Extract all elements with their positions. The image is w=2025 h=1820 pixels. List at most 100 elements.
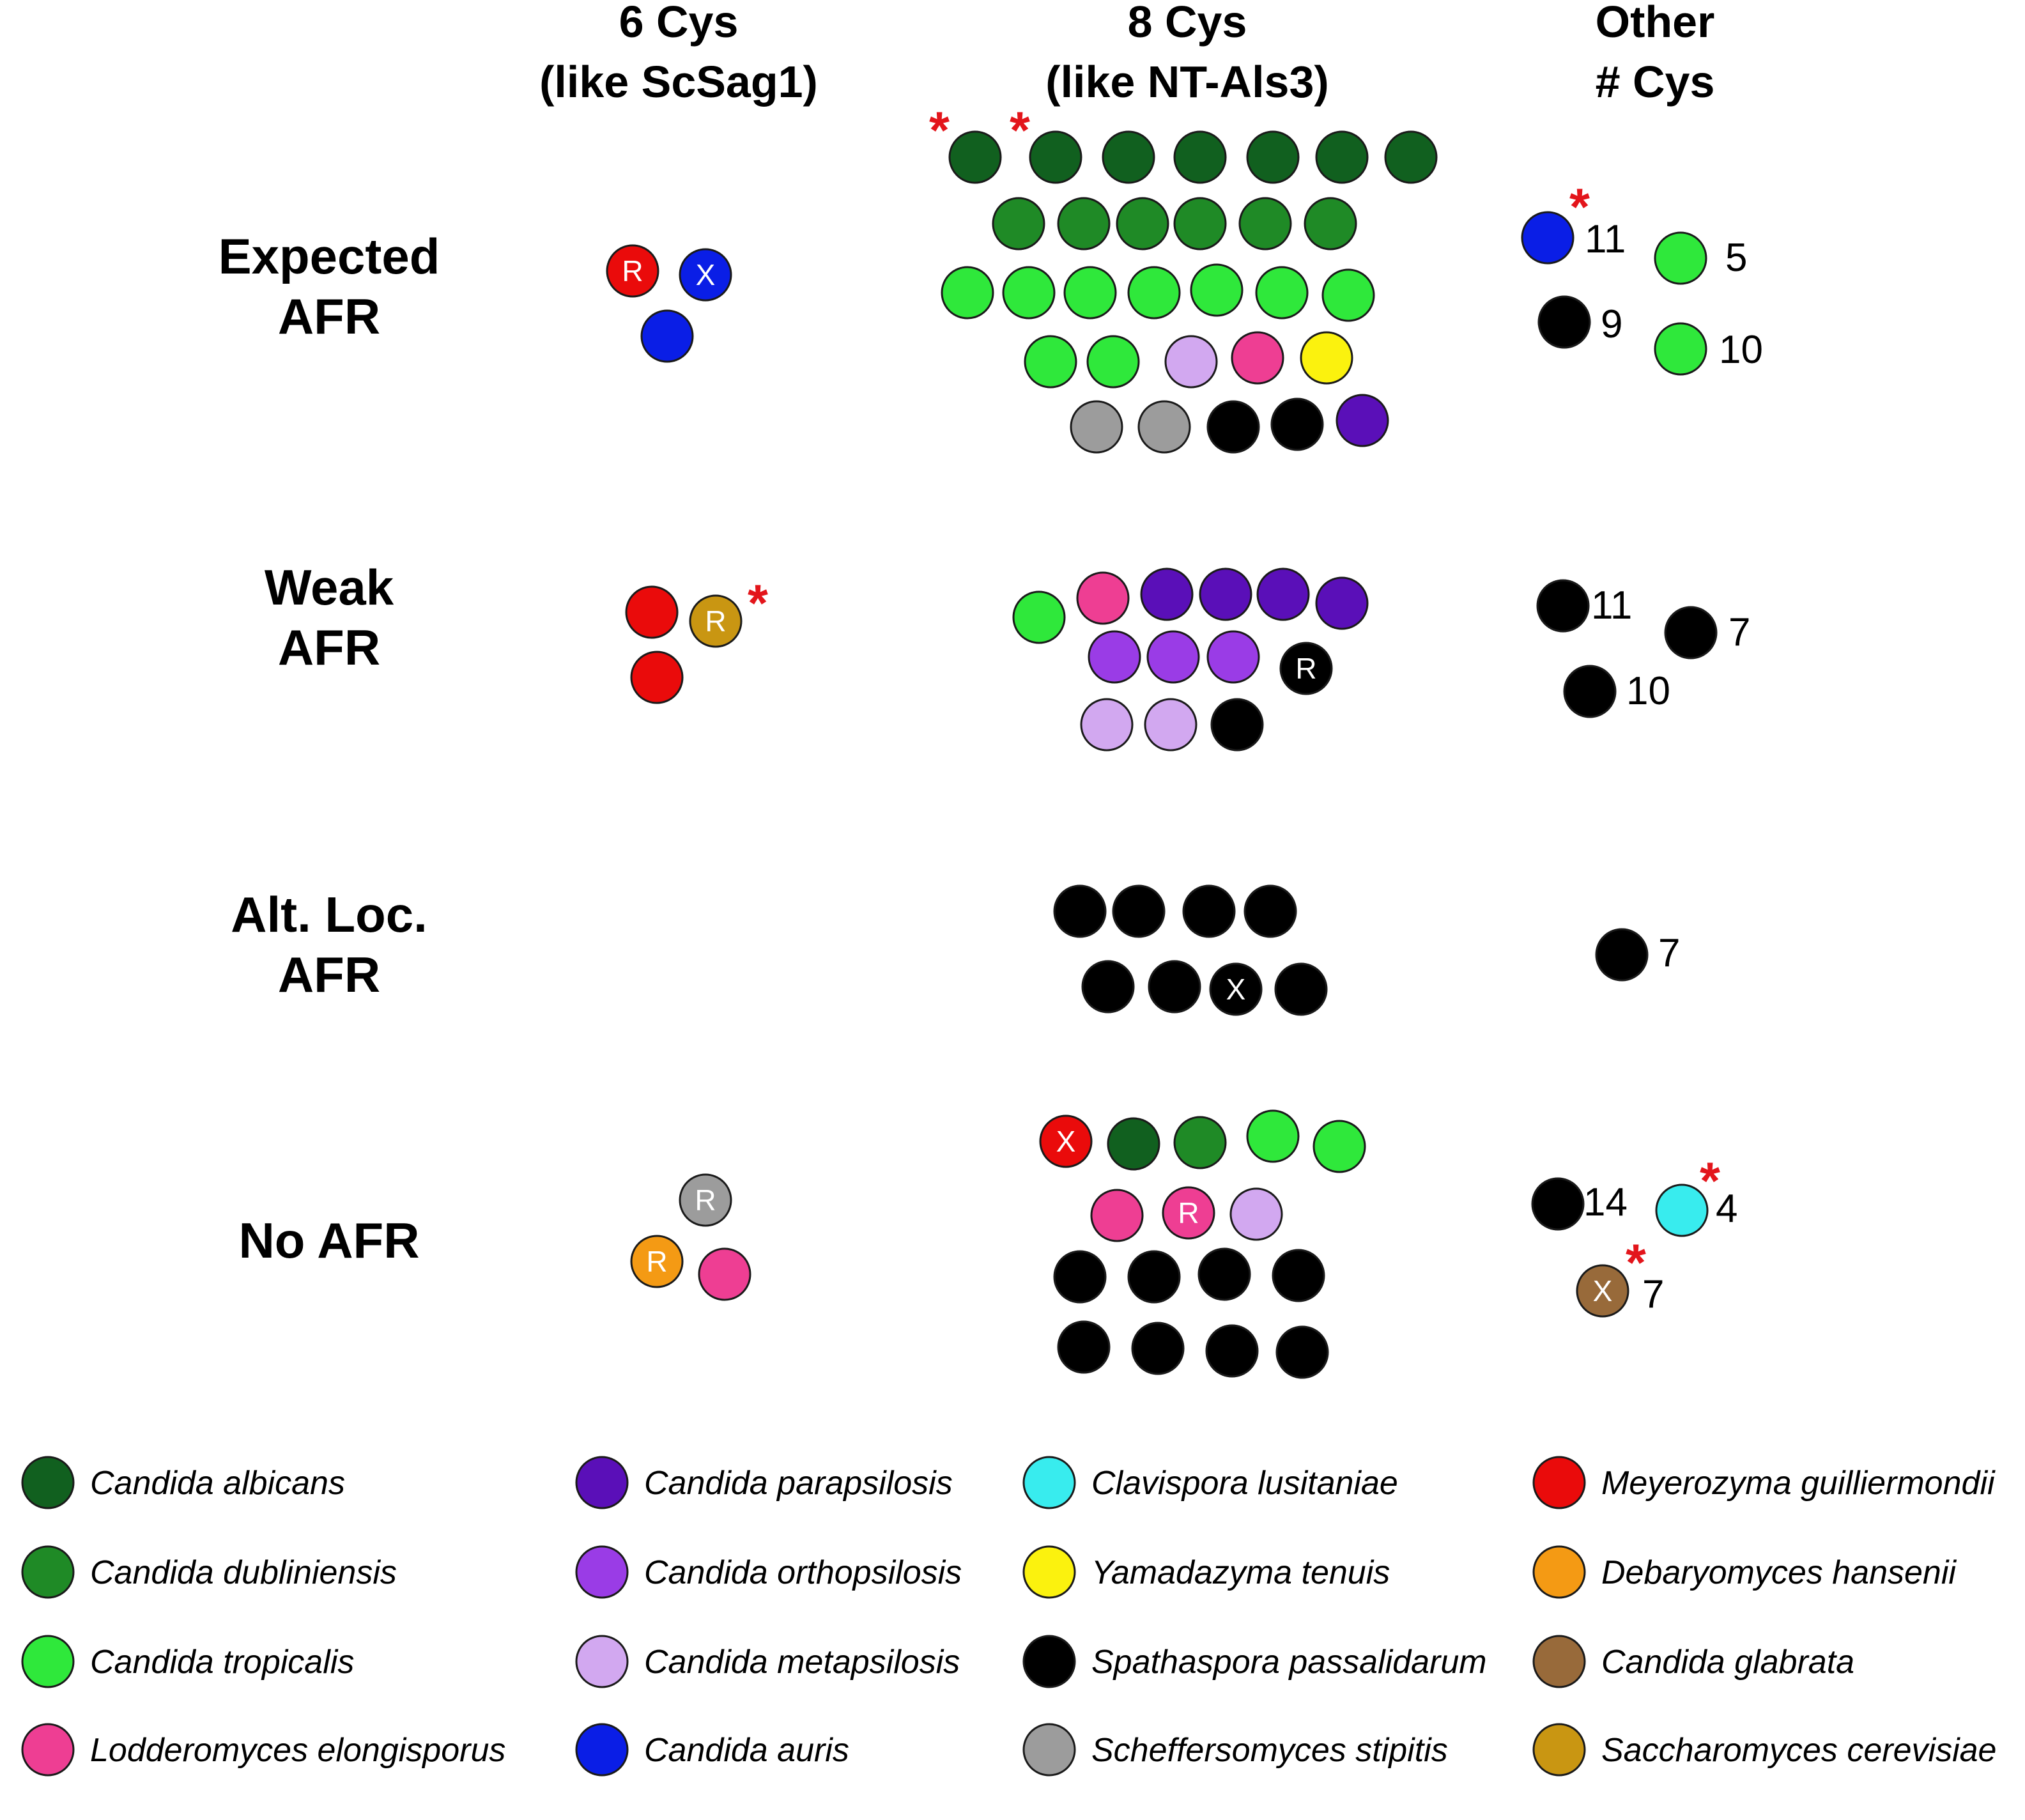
- species-dot-m-guilliermondii: [1039, 1114, 1093, 1168]
- dot-marker-x: X: [1056, 1125, 1076, 1158]
- count-expected-4: 10: [1719, 328, 1763, 372]
- species-dot-c-lusitaniae: [1655, 1184, 1709, 1237]
- legend-item: Candida orthopsilosis: [575, 1545, 962, 1599]
- species-dot-s-passalidarum: [1206, 400, 1260, 454]
- legend-swatch-c-auris: [575, 1723, 629, 1777]
- species-dot-s-passalidarum: [1275, 1325, 1329, 1379]
- species-dot-c-orthopsilosis: [1088, 630, 1141, 684]
- species-dot-s-passalidarum: [1081, 960, 1135, 1014]
- legend-swatch-c-albicans: [21, 1456, 75, 1509]
- species-dot-c-albicans: [1315, 130, 1369, 184]
- species-dot-s-passalidarum: [1197, 1247, 1251, 1301]
- star-marker: *: [748, 575, 768, 633]
- species-dot-c-tropicalis: [1002, 266, 1056, 320]
- species-dot-c-tropicalis: [941, 266, 994, 320]
- species-dot-c-albicans: [1102, 130, 1155, 184]
- legend-swatch-c-parapsilosis: [575, 1456, 629, 1509]
- legend-swatch-c-lusitaniae: [1022, 1456, 1076, 1509]
- species-dot-c-dubliniensis: [1238, 197, 1292, 251]
- species-dot-c-dubliniensis: [1304, 197, 1357, 251]
- species-dot-l-elongisporus: [1231, 331, 1284, 385]
- species-dot-c-metapsilosis: [1229, 1187, 1283, 1241]
- species-dot-s-passalidarum: [1057, 1320, 1111, 1374]
- species-dot-c-albicans: [1107, 1117, 1160, 1171]
- header-6cys-line1: 6 Cys: [619, 0, 739, 47]
- species-dot-c-tropicalis: [1024, 335, 1077, 389]
- dot-marker-x: X: [1593, 1274, 1613, 1307]
- species-dot-m-guilliermondii: [606, 244, 659, 298]
- legend-swatch-c-metapsilosis: [575, 1635, 629, 1688]
- legend-item: Candida dubliniensis: [21, 1545, 397, 1599]
- count-noafr-2: 4: [1716, 1187, 1737, 1231]
- legend-swatch-l-elongisporus: [21, 1723, 75, 1777]
- species-dot-s-passalidarum: [1205, 1324, 1259, 1378]
- species-dot-s-cerevisiae: [689, 594, 743, 648]
- legend-item: Meyerozyma guilliermondii: [1532, 1456, 1996, 1509]
- species-dot-c-metapsilosis: [1144, 698, 1197, 752]
- legend-item: Scheffersomyces stipitis: [1022, 1723, 1448, 1777]
- species-dot-s-passalidarum: [1131, 1322, 1185, 1375]
- species-dot-s-passalidarum: [1272, 1249, 1325, 1302]
- species-dot-y-tenuis: [1300, 331, 1353, 385]
- species-dot-c-tropicalis: [1086, 335, 1140, 389]
- legend-item: Clavispora lusitaniae: [1022, 1456, 1398, 1509]
- species-dot-c-parapsilosis: [1199, 567, 1252, 621]
- row-noafr-line1: No AFR: [238, 1212, 419, 1269]
- species-dot-c-dubliniensis: [992, 197, 1045, 251]
- header-other-line2: # Cys: [1596, 57, 1715, 107]
- legend-label: Lodderomyces elongisporus: [90, 1732, 505, 1769]
- species-dot-c-tropicalis: [1127, 266, 1181, 320]
- legend-item: Yamadazyma tenuis: [1022, 1545, 1390, 1599]
- header-other-line1: Other: [1596, 0, 1715, 47]
- legend-swatch-s-cerevisiae: [1532, 1723, 1586, 1777]
- other-cys-counts: 11 5 9 10 11 7 10 7 14 4 7: [1583, 217, 1763, 1316]
- count-weak-2: 7: [1729, 610, 1750, 654]
- species-dot-l-elongisporus: [1090, 1189, 1144, 1242]
- legend-swatch-c-orthopsilosis: [575, 1545, 629, 1599]
- species-dot-c-tropicalis: [1654, 231, 1707, 285]
- species-dot-m-guilliermondii: [625, 585, 679, 639]
- species-dot-c-tropicalis: [1246, 1109, 1300, 1163]
- legend-swatch-c-dubliniensis: [21, 1545, 75, 1599]
- dot-marker-r: R: [646, 1245, 667, 1278]
- count-noafr-3: 7: [1642, 1272, 1664, 1316]
- legend-label: Candida parapsilosis: [644, 1465, 953, 1502]
- species-dot-c-tropicalis: [1255, 266, 1309, 320]
- count-expected-1: 11: [1585, 217, 1626, 261]
- species-dot-s-passalidarum: [1127, 1250, 1181, 1304]
- legend-label: Saccharomyces cerevisiae: [1601, 1732, 1996, 1769]
- legend-swatch-s-passalidarum: [1022, 1635, 1076, 1688]
- species-dot-s-passalidarum: [1243, 884, 1297, 938]
- species-dot-c-parapsilosis: [1315, 576, 1369, 630]
- species-dot-s-passalidarum: [1531, 1177, 1585, 1231]
- species-dot-s-passalidarum: [1112, 884, 1166, 938]
- species-dot-s-passalidarum: [1182, 884, 1236, 938]
- count-expected-2: 5: [1725, 236, 1747, 280]
- species-dot-s-passalidarum: [1595, 928, 1649, 982]
- row-headers: Expected AFR Weak AFR Alt. Loc. AFR No A…: [219, 228, 440, 1269]
- species-dot-c-auris: [1521, 211, 1575, 265]
- legend-item: Candida auris: [575, 1723, 849, 1777]
- species-dot-s-passalidarum: [1536, 579, 1590, 633]
- species-dot-s-passalidarum: [1274, 962, 1328, 1016]
- legend-item: Candida tropicalis: [21, 1635, 354, 1688]
- species-dot-c-tropicalis: [1063, 266, 1117, 320]
- legend-item: Saccharomyces cerevisiae: [1532, 1723, 1996, 1777]
- species-dot-c-albicans: [1029, 130, 1082, 184]
- legend-label: Candida albicans: [90, 1465, 345, 1502]
- dot-marker-r: R: [1295, 652, 1316, 685]
- row-altloc-line2: AFR: [278, 946, 380, 1003]
- legend-swatch-m-guilliermondii: [1532, 1456, 1586, 1509]
- legend-label: Candida tropicalis: [90, 1644, 354, 1681]
- species-dot-c-albicans: [948, 130, 1002, 184]
- dot-marker-x: X: [696, 258, 716, 291]
- species-dot-c-albicans: [1384, 130, 1438, 184]
- star-markers: ******: [748, 102, 1720, 1292]
- star-marker: *: [1700, 1152, 1720, 1210]
- dot-marker-r: R: [1178, 1196, 1199, 1230]
- legend-swatch-c-tropicalis: [21, 1635, 75, 1688]
- legend-item: Spathaspora passalidarum: [1022, 1635, 1487, 1688]
- row-weak-line2: AFR: [278, 619, 380, 675]
- header-6cys-line2: (like ScSag1): [539, 57, 818, 107]
